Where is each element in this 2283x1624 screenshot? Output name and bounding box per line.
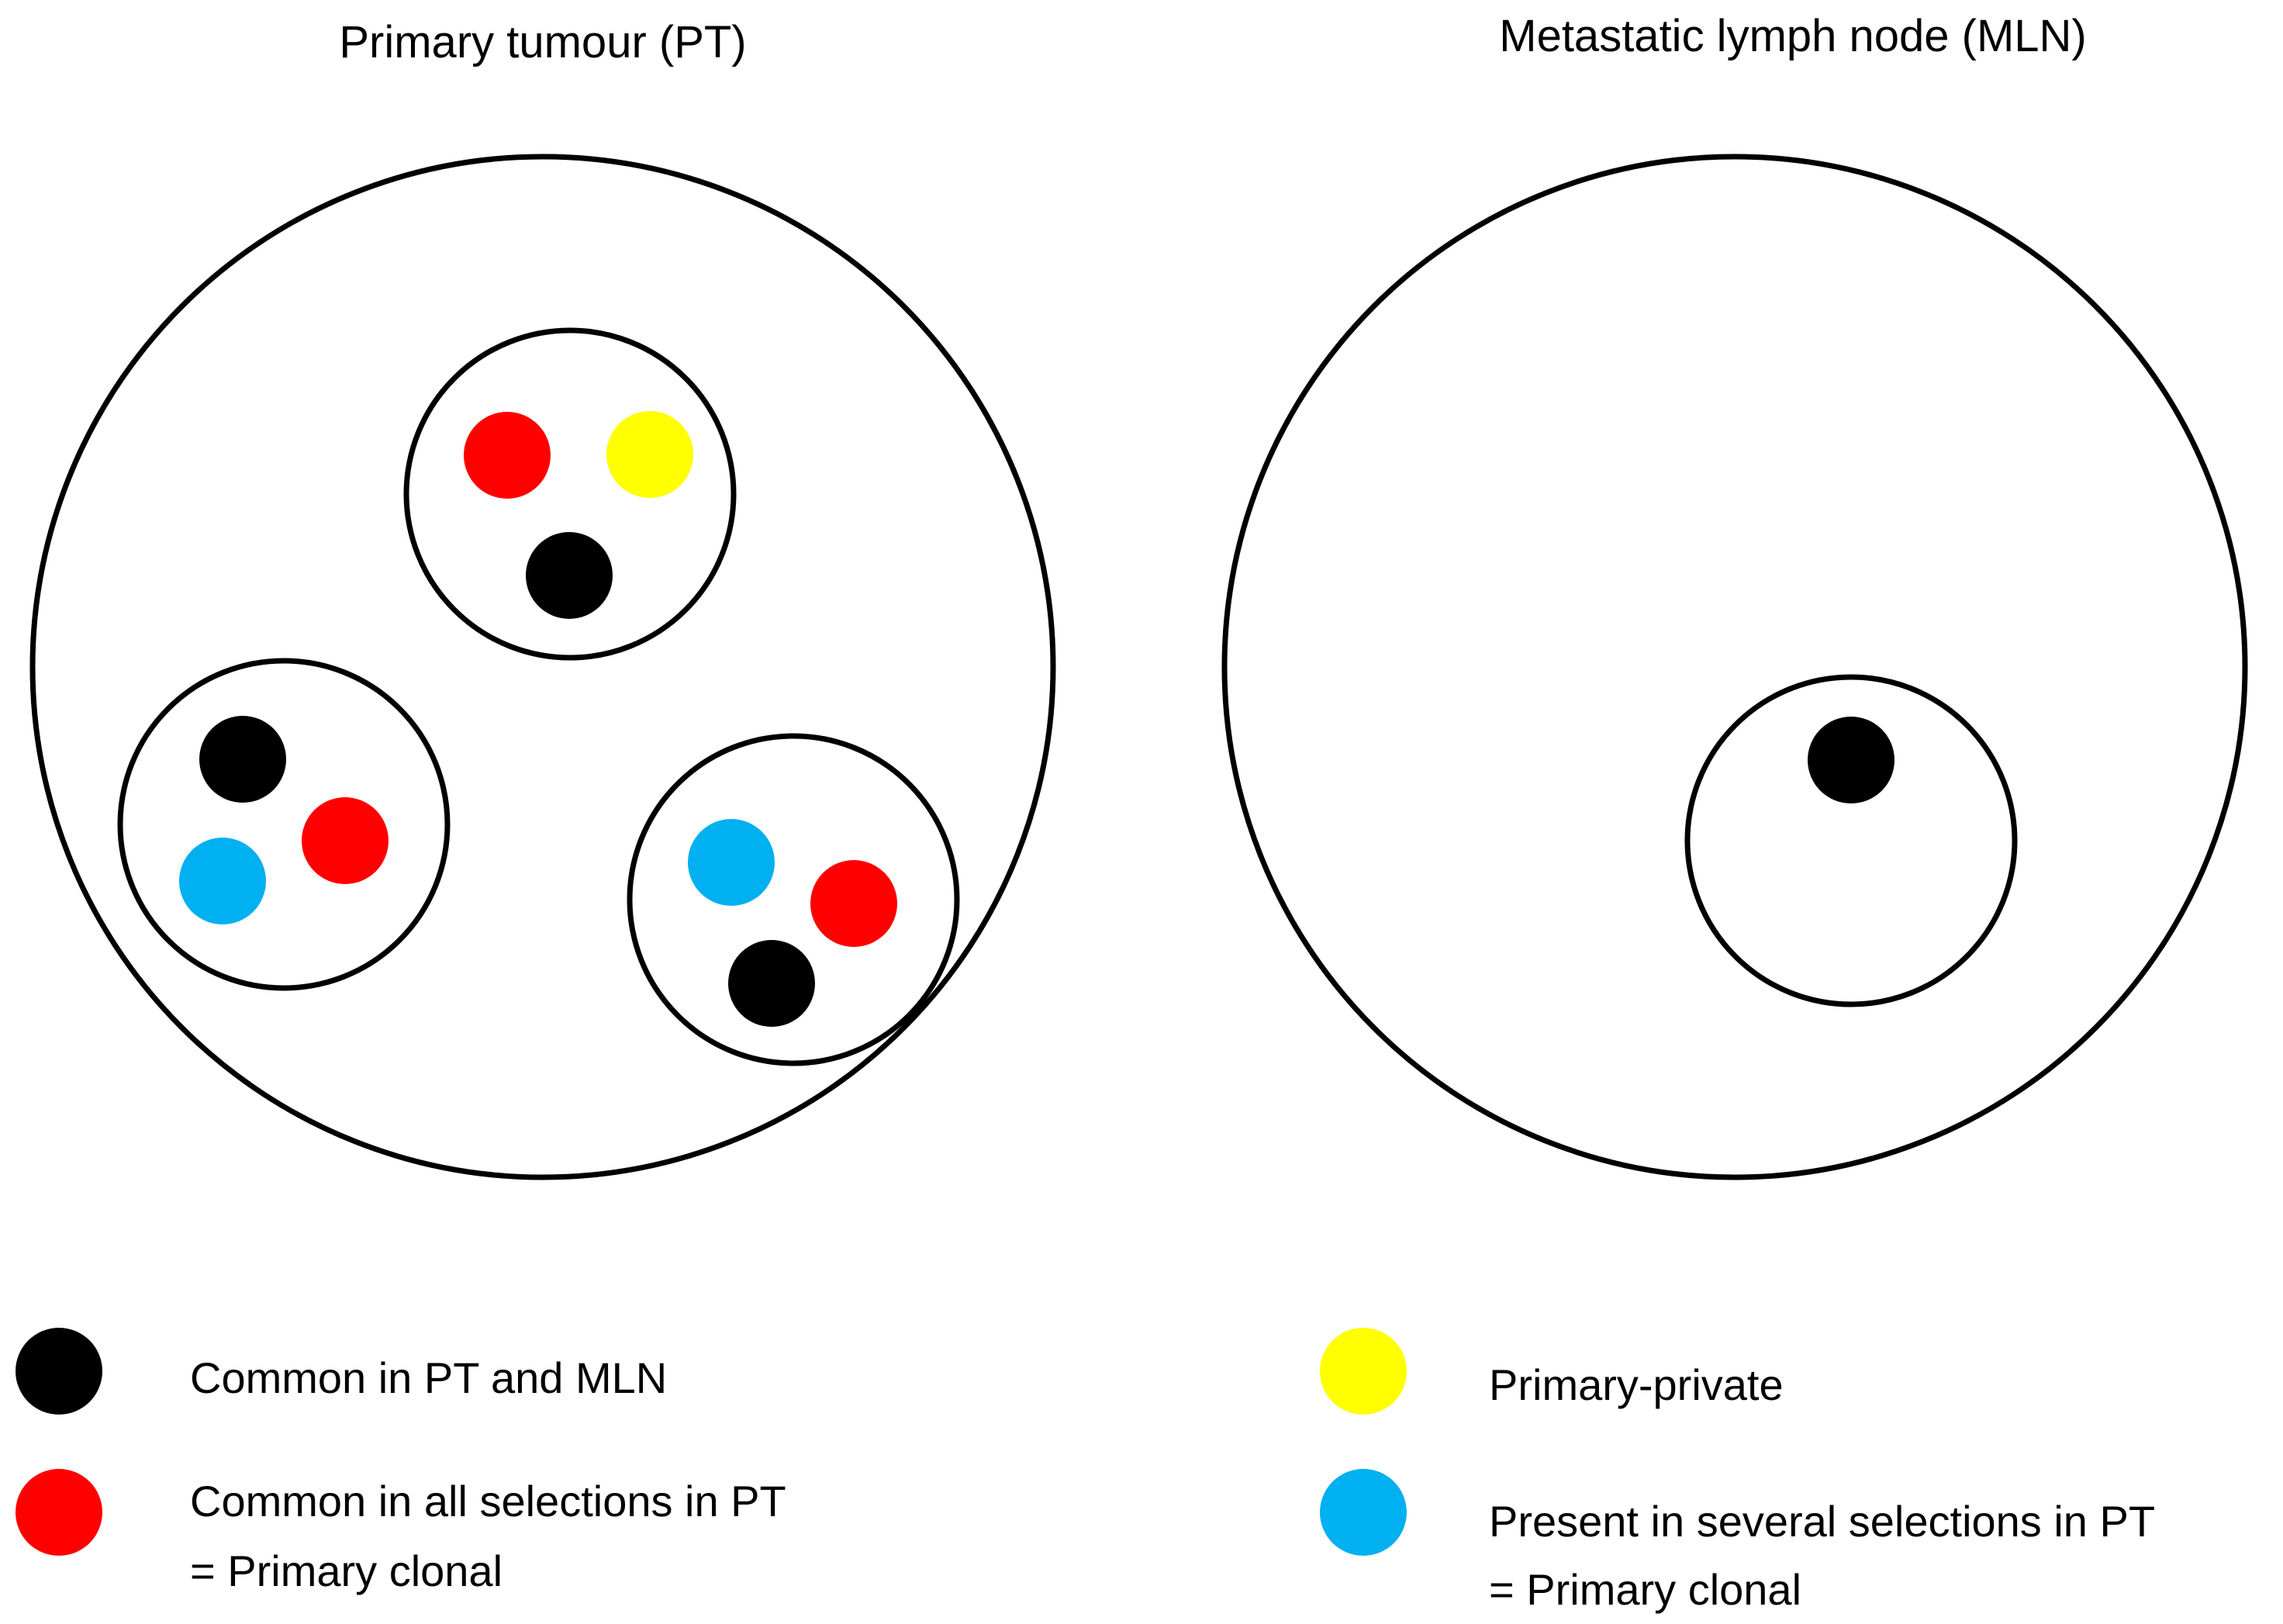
legend-item-common-pt-mln: Common in PT and MLN xyxy=(16,1328,667,1415)
dot-black xyxy=(526,532,613,619)
legend-swatch-blue xyxy=(1320,1469,1407,1556)
metastatic-node-panel xyxy=(1221,154,2248,1180)
dot-black xyxy=(728,940,815,1027)
pt-selection-right xyxy=(627,733,960,1066)
legend-label: Common in all selections in PT xyxy=(190,1477,786,1526)
pt-selection-left xyxy=(117,658,451,991)
pt-selection-top xyxy=(403,327,737,661)
mln-selection-circle xyxy=(1684,674,2018,1007)
legend-item-primary-private: Primary-private xyxy=(1320,1328,1784,1415)
legend-label: Primary-private xyxy=(1489,1360,1784,1409)
primary-tumour-panel xyxy=(29,154,1056,1180)
mln-selection xyxy=(1684,674,2018,1007)
legend-swatch-yellow xyxy=(1320,1328,1407,1415)
dot-red xyxy=(302,797,389,884)
legend-label: Common in PT and MLN xyxy=(190,1353,667,1402)
dot-red xyxy=(810,860,897,947)
legend-label: Present in several selections in PT xyxy=(1489,1497,2155,1546)
dot-blue xyxy=(179,838,266,924)
dot-black xyxy=(1808,717,1894,803)
dot-black xyxy=(199,716,286,803)
primary-tumour-title: Primary tumour (PT) xyxy=(339,17,746,67)
pt-selection-left-circle xyxy=(117,658,451,991)
legend-item-several-selections: Present in several selections in PT = Pr… xyxy=(1320,1469,2155,1614)
dot-blue xyxy=(688,819,775,906)
dot-red xyxy=(464,412,551,499)
legend-label-second-line: = Primary clonal xyxy=(1489,1565,1801,1614)
legend-swatch-black xyxy=(16,1328,102,1415)
pt-selection-right-circle xyxy=(627,733,960,1066)
legend: Common in PT and MLN Common in all selec… xyxy=(16,1328,2155,1614)
legend-label-second-line: = Primary clonal xyxy=(190,1546,503,1595)
metastatic-node-outer-circle xyxy=(1221,154,2248,1180)
dot-yellow xyxy=(606,411,693,498)
legend-swatch-red xyxy=(16,1469,102,1556)
legend-item-primary-clonal-all: Common in all selections in PT = Primary… xyxy=(16,1469,786,1595)
metastatic-node-title: Metastatic lymph node (MLN) xyxy=(1499,11,2086,61)
